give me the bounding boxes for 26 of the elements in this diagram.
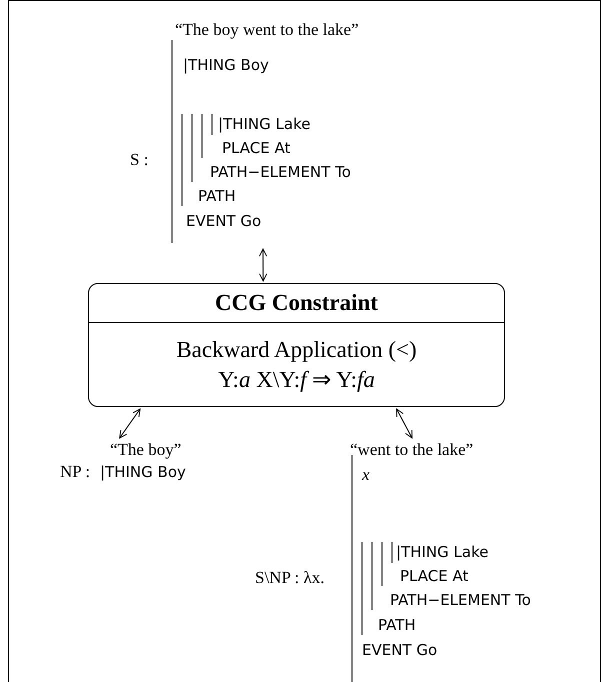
- quote-text: “went to the lake”: [350, 440, 474, 460]
- category-label: S :: [130, 150, 148, 170]
- feature-label: PATH−ELEMENT To: [210, 162, 351, 182]
- feature-label: PATH: [378, 615, 416, 635]
- header-text: CCG Constraint: [215, 290, 378, 316]
- feature-label: EVENT Go: [186, 211, 262, 231]
- category-label: S\NP : λx.: [255, 568, 324, 588]
- quote-text: “The boy went to the lake”: [175, 20, 359, 40]
- double-arrow: [258, 248, 268, 282]
- feature-label: |THING Boy: [100, 462, 186, 482]
- double-arrow: [396, 408, 413, 438]
- formula-text: Y:a X\Y:f ⇒ Y:fa: [218, 366, 375, 394]
- feature-label: |THING Boy: [183, 55, 269, 75]
- feature-label: |THING Lake: [396, 542, 488, 562]
- feature-label: PATH: [198, 186, 236, 206]
- feature-label: PLACE At: [222, 138, 290, 158]
- constraint-box: [88, 283, 505, 407]
- quote-text: “The boy”: [110, 440, 182, 460]
- feature-label: PLACE At: [400, 566, 468, 586]
- rule-name: Backward Application (<): [176, 336, 417, 364]
- feature-label: PATH−ELEMENT To: [390, 590, 531, 610]
- feature-label: EVENT Go: [362, 640, 438, 660]
- category-label: NP :: [60, 462, 90, 482]
- feature-label: |THING Lake: [218, 114, 310, 134]
- double-arrow: [119, 408, 141, 438]
- variable-label: x: [362, 465, 370, 485]
